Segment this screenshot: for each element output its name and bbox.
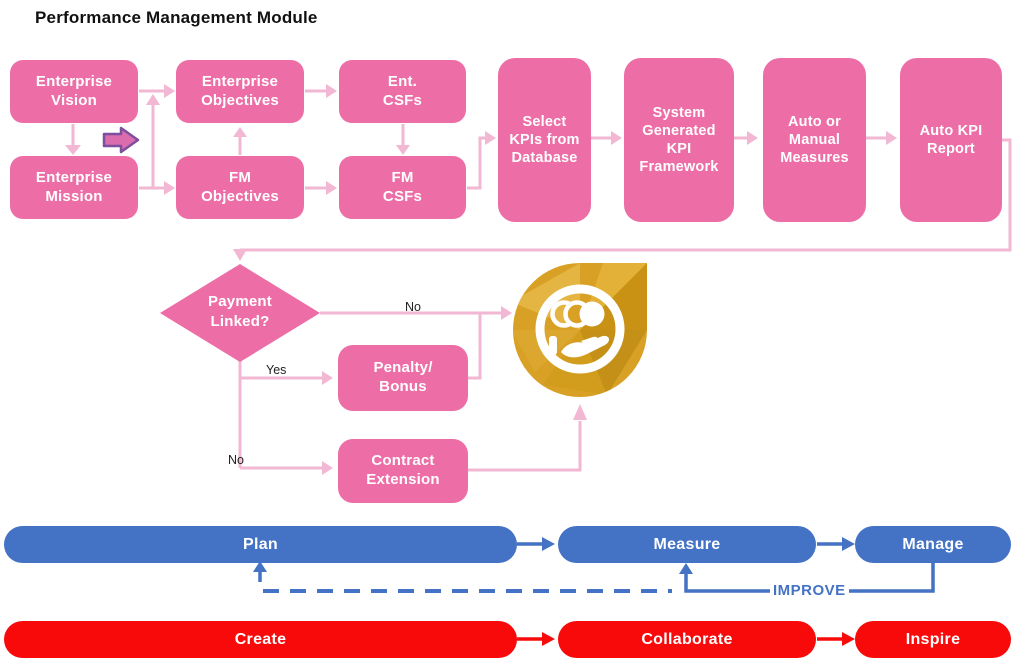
label-no-bottom: No bbox=[228, 453, 244, 467]
vision-mission-block-arrow-icon bbox=[102, 126, 140, 154]
decision-diamond bbox=[160, 264, 320, 362]
box-ent-csfs: Ent. CSFs bbox=[339, 60, 466, 123]
label-yes: Yes bbox=[266, 363, 287, 377]
box-fm-csfs: FM CSFs bbox=[339, 156, 466, 219]
pill-plan: Plan bbox=[4, 526, 517, 563]
box-enterprise-objectives: Enterprise Objectives bbox=[176, 60, 304, 123]
pill-create: Create bbox=[4, 621, 517, 658]
pill-manage: Manage bbox=[855, 526, 1011, 563]
box-auto-manual-measures: Auto or Manual Measures bbox=[763, 58, 866, 222]
red-row-connectors bbox=[517, 632, 855, 646]
improve-label: IMPROVE bbox=[770, 582, 849, 599]
box-auto-kpi-report: Auto KPI Report bbox=[900, 58, 1002, 222]
pink-connectors bbox=[65, 84, 1012, 475]
box-penalty-bonus: Penalty/ Bonus bbox=[338, 345, 468, 411]
box-enterprise-mission: Enterprise Mission bbox=[10, 156, 138, 219]
box-contract-extension: Contract Extension bbox=[338, 439, 468, 503]
pill-inspire: Inspire bbox=[855, 621, 1011, 658]
pill-collaborate: Collaborate bbox=[558, 621, 816, 658]
coins-in-hand-glyph bbox=[549, 300, 610, 358]
box-enterprise-vision: Enterprise Vision bbox=[10, 60, 138, 123]
page-title: Performance Management Module bbox=[35, 8, 318, 27]
box-fm-objectives: FM Objectives bbox=[176, 156, 304, 219]
box-system-kpi-framework: System Generated KPI Framework bbox=[624, 58, 734, 222]
box-select-kpis: Select KPIs from Database bbox=[498, 58, 591, 222]
label-no-top: No bbox=[405, 300, 421, 314]
decision-label: Payment Linked? bbox=[208, 293, 272, 330]
money-hand-badge-icon bbox=[513, 263, 647, 397]
pill-measure: Measure bbox=[558, 526, 816, 563]
